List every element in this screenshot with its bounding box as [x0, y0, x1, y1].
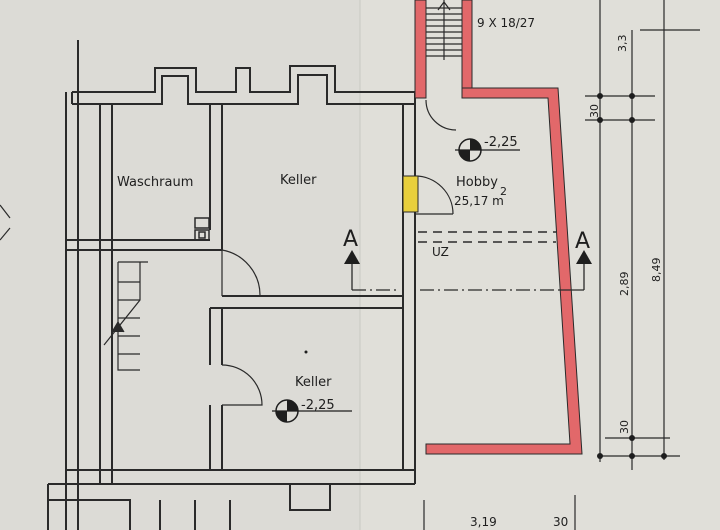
level-marker-hobby — [455, 138, 520, 162]
flue-boxes — [194, 217, 210, 241]
door-opening-marker — [402, 175, 419, 213]
dimension-dots — [597, 93, 667, 459]
beam-lines — [418, 231, 556, 243]
level-label-hobby: -2,25 — [484, 135, 518, 150]
room-area-hobby-superscript: 2 — [500, 185, 507, 198]
room-label-waschraum: Waschraum — [117, 175, 193, 190]
dim-bottom-small: 30 — [553, 515, 568, 529]
dim-lower-small: 30 — [618, 420, 631, 434]
room-label-keller-upper: Keller — [280, 173, 317, 188]
room-label-keller-lower: Keller — [295, 375, 332, 390]
new-extension-walls — [414, 0, 583, 455]
section-arrow-right — [576, 250, 592, 264]
stair-spec-label: 9 X 18/27 — [477, 16, 535, 30]
dim-total: 8,49 — [650, 258, 663, 283]
dim-upper-small: 30 — [588, 104, 601, 118]
existing-walls — [47, 40, 416, 530]
room-area-hobby: 25,17 m — [454, 194, 504, 208]
door-swings — [221, 99, 457, 406]
dim-main: 2,89 — [618, 272, 631, 297]
section-label-right: A — [575, 229, 590, 254]
section-arrow-left — [344, 250, 360, 264]
dim-top: 3,3 — [616, 35, 629, 53]
section-line — [351, 260, 585, 291]
ink-dot — [304, 350, 308, 354]
stair-old — [103, 261, 148, 371]
edge-mark-2 — [0, 227, 11, 241]
edge-mark — [0, 204, 11, 219]
room-label-hobby: Hobby — [456, 175, 498, 190]
level-label-keller: -2,25 — [301, 398, 335, 413]
section-label-left: A — [343, 227, 358, 252]
dimension-lines — [423, 0, 700, 530]
stair-new — [426, 0, 462, 60]
uz-label: UZ — [432, 245, 449, 259]
level-marker-keller — [272, 399, 352, 423]
dim-bottom-width: 3,19 — [470, 515, 497, 529]
